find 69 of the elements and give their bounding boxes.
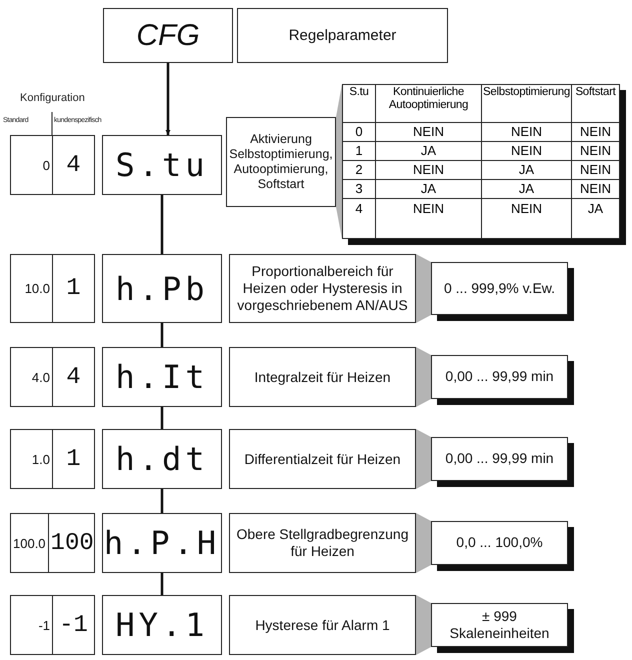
table-cell: Selbstoptimierung <box>482 85 572 123</box>
table-cell: NEIN <box>572 180 619 199</box>
table-cell: JA <box>376 142 482 161</box>
config-value-box <box>10 513 95 573</box>
table-cell: 0 <box>343 123 376 142</box>
default-value: 1.0 <box>30 450 51 468</box>
config-value-box <box>10 595 95 655</box>
callout-wedge <box>416 595 431 655</box>
table-cell: NEIN <box>572 161 619 180</box>
config-value-box <box>10 429 95 489</box>
table-cell: 4 <box>343 199 376 218</box>
table-cell: JA <box>482 161 572 180</box>
callout-wedge <box>416 429 431 489</box>
default-value: 100.0 <box>12 534 47 552</box>
title-box: CFG <box>103 8 233 63</box>
display-code: h.dt <box>102 429 222 489</box>
default-value: -1 <box>37 616 51 634</box>
table-cell: NEIN <box>376 123 482 142</box>
custom-value: 1 <box>52 255 94 322</box>
description-box: Integralzeit für Heizen <box>229 347 416 407</box>
connector-line <box>160 407 164 429</box>
display-code: h.It <box>102 347 222 407</box>
table-cell: 2 <box>343 161 376 180</box>
callout-wedge <box>416 347 431 407</box>
connector-line <box>160 573 164 595</box>
display-code: S.tu <box>102 135 222 195</box>
table-cell: S.tu <box>343 85 376 123</box>
config-value-box <box>10 254 95 323</box>
table-cell: Softstart <box>572 85 619 123</box>
table-cell: NEIN <box>572 142 619 161</box>
table-cell: NEIN <box>572 123 619 142</box>
description-box: Aktivierung Selbstoptimierung, Autooptimierung, Softstart <box>226 117 336 207</box>
config-value-box <box>10 135 95 195</box>
title-box: Regelparameter <box>237 8 448 63</box>
callout-wedge <box>416 254 431 323</box>
callout-wedge <box>416 513 431 573</box>
display-code: h.Pb <box>102 254 222 323</box>
table-cell: JA <box>482 180 572 199</box>
default-value: 10.0 <box>24 280 51 298</box>
column-heading: Konfiguration <box>20 92 85 104</box>
custom-value: 1 <box>52 430 94 488</box>
table-cell: NEIN <box>376 199 482 218</box>
table-cell: JA <box>376 180 482 199</box>
connector-line <box>160 323 164 347</box>
description-box: Differentialzeit für Heizen <box>229 429 416 489</box>
table-cell: 3 <box>343 180 376 199</box>
custom-value: 4 <box>52 348 94 406</box>
table-cell-text: JA <box>586 200 604 218</box>
table-cell: NEIN <box>482 199 572 218</box>
config-value-box <box>10 347 95 407</box>
custom-value: 4 <box>52 136 94 194</box>
custom-value: -1 <box>52 596 94 654</box>
callout-wedge <box>336 84 342 239</box>
table-cell: NEIN <box>376 161 482 180</box>
table-cell: NEIN <box>482 123 572 142</box>
table-cell: 1 <box>343 142 376 161</box>
custom-value: 100 <box>48 514 96 572</box>
default-value: 0 <box>42 156 51 174</box>
table-cell: NEIN <box>482 142 572 161</box>
connector-line <box>166 63 170 135</box>
default-value: 4.0 <box>30 368 51 386</box>
connector-line <box>160 195 164 254</box>
display-code: h.P.H <box>102 513 222 573</box>
connector-line <box>160 489 164 513</box>
table-cell: Kontinuierliche Autooptimierung <box>376 85 482 123</box>
description-box: Hysterese für Alarm 1 <box>229 595 416 655</box>
description-box: Proportionalbereich für Heizen oder Hysteresis in vorgeschriebenem AN/AUS <box>229 254 416 323</box>
display-code: HY.1 <box>102 595 222 655</box>
description-box: Obere Stellgradbegrenzung für Heizen <box>229 513 416 573</box>
